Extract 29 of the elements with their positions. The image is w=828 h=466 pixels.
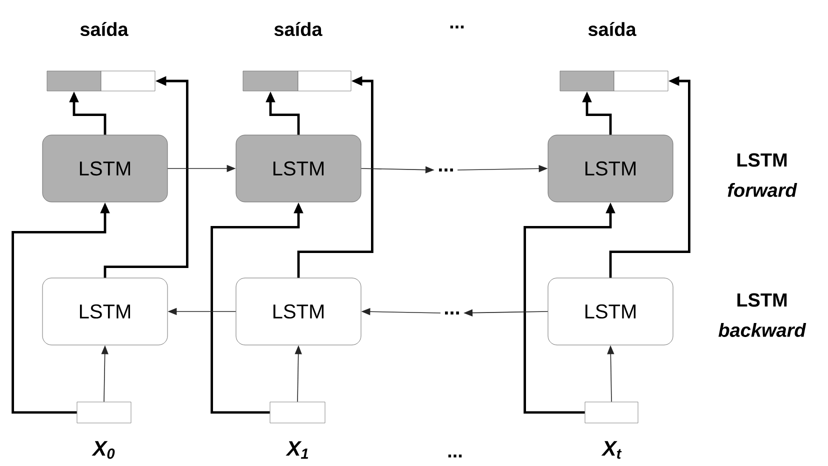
lstm-box: LSTM	[236, 134, 362, 202]
lstm-box: LSTM	[42, 134, 168, 202]
label: LSTM	[737, 153, 787, 167]
lstm-box: LSTM	[42, 278, 168, 346]
output-cell	[614, 70, 668, 92]
label: backward	[718, 323, 806, 337]
input-box	[584, 402, 638, 424]
output-cell	[560, 70, 614, 92]
label: saída	[80, 22, 128, 36]
input-box	[76, 402, 132, 424]
output-cell	[100, 70, 156, 92]
label: saída	[274, 22, 322, 36]
input-label: X$_{1}$	[286, 441, 308, 459]
label: LSTM	[737, 293, 787, 307]
input-label: X$_{0}$	[92, 441, 115, 459]
input-box	[270, 402, 326, 424]
lstm-box: LSTM	[236, 278, 362, 346]
label: ...	[450, 26, 464, 28]
output-cell	[298, 70, 352, 92]
output-cell	[46, 70, 102, 92]
ellipsis: ...	[445, 312, 459, 314]
label: ...	[448, 454, 462, 458]
output-cell	[242, 70, 298, 92]
lstm-box: LSTM	[548, 278, 674, 346]
ellipsis: ...	[439, 168, 453, 172]
label: forward	[728, 183, 798, 197]
lstm-box: LSTM	[548, 134, 674, 202]
input-label: X$_{t}$	[601, 441, 622, 459]
label: saída	[588, 22, 636, 36]
